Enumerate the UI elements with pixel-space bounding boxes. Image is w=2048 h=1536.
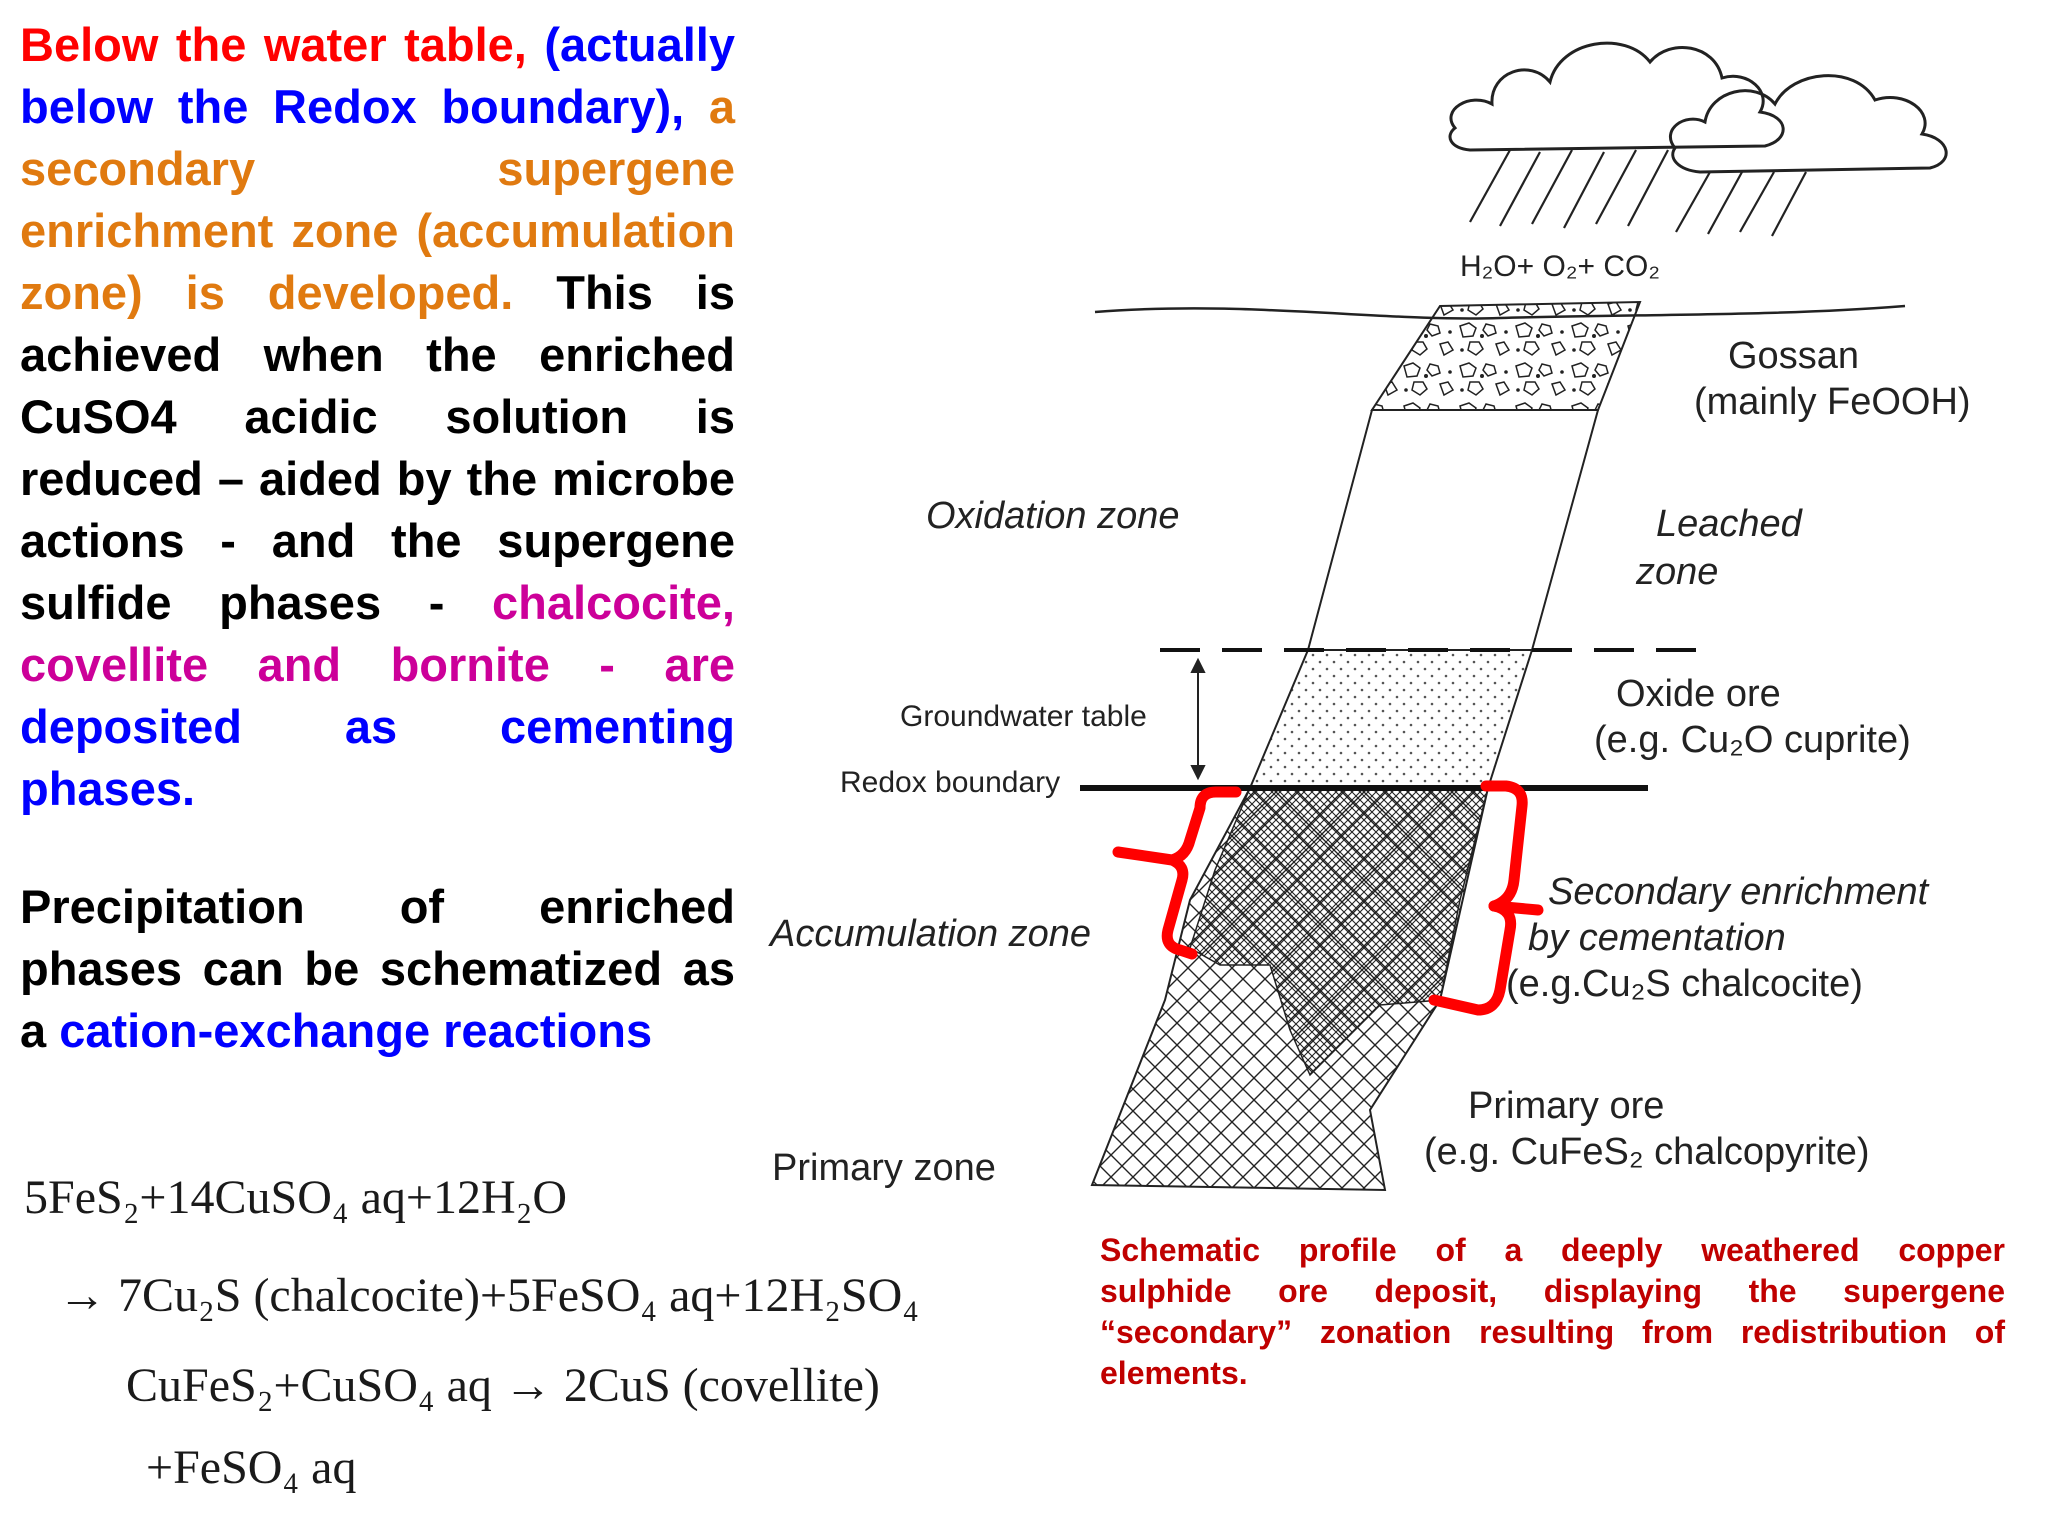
secondary-enrichment-label-1: Secondary enrichment [1548, 871, 1930, 913]
para-seg-minerals: chalcocite, covellite and bornite - are [20, 576, 735, 691]
cloud-icon [1448, 41, 1948, 174]
para-seg-water-table: Below the water table, [20, 18, 527, 71]
precip-seg-text: Precipitation of enriched phases can be … [20, 880, 735, 1057]
precip-seg-cation: cation-exchange reactions [59, 1004, 653, 1057]
caption-line-1: Schematic profile of a deeply weathered … [1100, 1232, 2005, 1268]
figure-caption: Schematic profile of a deeply weathered … [1100, 1230, 2005, 1394]
primary-zone-label: Primary zone [772, 1147, 996, 1189]
para-seg-achieved: This is achieved when the enriched CuSO4… [20, 266, 735, 629]
para-seg-deposited: deposited as cementing phases. [20, 700, 735, 815]
caption-line-4: elements. [1100, 1355, 1248, 1391]
accumulation-zone-label: Accumulation zone [768, 913, 1091, 955]
gossan-label: Gossan [1728, 335, 1859, 377]
equation-4: +FeSO₄ aq [146, 1441, 357, 1494]
double-arrow-icon [1190, 657, 1206, 781]
oxide-ore-zone [1248, 649, 1534, 789]
precipitation-paragraph: Precipitation of enriched phases can be … [20, 876, 735, 1062]
caption-line-2: sulphide ore deposit, displaying the sup… [1100, 1273, 2005, 1309]
primary-ore-sub-label: (e.g. CuFeS₂ chalcopyrite) [1424, 1131, 1870, 1173]
para-seg-redox: (actually below the Redox boundary), [20, 18, 735, 133]
rain-icon [1469, 149, 1807, 237]
gossan-sub-label: (mainly FeOOH) [1694, 381, 1971, 423]
caption-line-3: “secondary” zonation resulting from redi… [1100, 1314, 2005, 1350]
intro-paragraph: Below the water table, (actually below t… [20, 14, 735, 820]
oxide-ore-label: Oxide ore [1616, 673, 1781, 715]
left-red-bracket [1112, 786, 1242, 960]
para-seg-enrichment: a secondary supergene enrichment zone (a… [20, 80, 735, 319]
secondary-enrichment-label-2: by cementation [1528, 917, 1786, 959]
groundwater-table-label: Groundwater table [900, 700, 1147, 733]
primary-ore-label: Primary ore [1468, 1085, 1664, 1127]
leached-zone [1306, 409, 1600, 651]
equation-1: 5FeS₂+14CuSO₄ aq+12H₂O [24, 1171, 568, 1224]
secondary-enrichment-label-3: (e.g.Cu₂S chalcocite) [1506, 963, 1863, 1005]
leached-zone-label-1: Leached [1656, 503, 1804, 545]
leached-zone-label-2: zone [1635, 551, 1718, 593]
redox-boundary-label: Redox boundary [840, 766, 1060, 799]
equation-2: → 7Cu₂S (chalcocite)+5FeSO₄ aq+12H₂SO₄ [58, 1269, 919, 1322]
oxide-ore-sub-label: (e.g. Cu₂O cuprite) [1594, 719, 1911, 761]
oxidation-zone-label: Oxidation zone [926, 495, 1180, 537]
equation-3: CuFeS₂+CuSO₄ aq → 2CuS (covellite) [126, 1359, 880, 1412]
rain-chemistry-label: H₂O+ O₂+ CO₂ [1460, 250, 1660, 283]
